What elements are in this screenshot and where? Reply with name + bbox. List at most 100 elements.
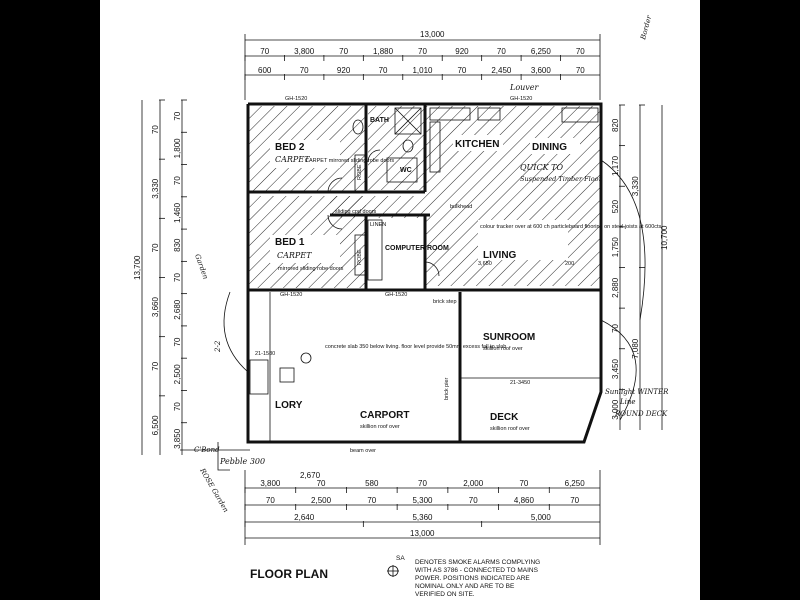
legend-line-1: DENOTES SMOKE ALARMS COMPLYING xyxy=(415,559,540,566)
right-total-dim: 10,700 xyxy=(660,225,669,250)
left-row1-label: 70 xyxy=(151,125,160,134)
right-row1-label: 7,080 xyxy=(631,338,640,359)
left-row2-label: 830 xyxy=(173,238,182,252)
bottom-row3-label: 5,360 xyxy=(412,513,433,522)
top-row2-label: 70 xyxy=(379,66,388,75)
left-row2-label: 70 xyxy=(173,402,182,411)
left-row1-label: 70 xyxy=(151,361,160,370)
living-height-dim: 200 xyxy=(565,261,574,267)
bottom-row2-label: 70 xyxy=(570,496,579,505)
legend-line-3: POWER. POSITIONS INDICATED ARE xyxy=(415,575,530,582)
top-row2-label: 70 xyxy=(457,66,466,75)
brick-step-note: brick step xyxy=(433,299,457,305)
divider-3: GH-1520 xyxy=(280,292,302,298)
left-row1-label: 70 xyxy=(151,243,160,252)
room-kitchen: KITCHEN xyxy=(455,139,499,150)
bottom-row1-label: 70 xyxy=(418,479,427,488)
bed2-robe-note: CARPET mirrored sliding robe doors xyxy=(305,158,394,164)
sunroom-span-dim: 21-3450 xyxy=(510,380,530,386)
room-labels: BED 2 CARPET CARPET mirrored sliding rob… xyxy=(255,96,662,454)
bulkhead-note: bulkhead xyxy=(450,204,472,210)
pebble-note: Pebble 300 xyxy=(219,457,265,466)
c-bond-note: C'Bond xyxy=(194,446,220,454)
brick-pier-note: brick pier xyxy=(444,378,450,400)
right-row2-label: 520 xyxy=(611,199,620,213)
carport-roof-note: skillion roof over xyxy=(360,424,400,430)
legend-line-4: NOMINAL ONLY AND ARE TO BE xyxy=(415,583,515,590)
bottom-row3-label: 2,640 xyxy=(294,513,315,522)
scale-note: 2-2 xyxy=(214,340,222,353)
top-row2-label: 3,600 xyxy=(531,66,552,75)
bed1-robe-note: mirrored sliding robe doors xyxy=(278,266,344,272)
room-dining: DINING xyxy=(532,142,567,153)
legend-line-2: WITH AS 3786 - CONNECTED TO MAINS xyxy=(415,567,539,574)
top-row1-label: 70 xyxy=(497,47,506,56)
top-row2-label: 920 xyxy=(337,66,351,75)
top-row2-label: 600 xyxy=(258,66,272,75)
winter-sun-note-2: Line xyxy=(619,398,636,406)
deck-roof-note: skillion roof over xyxy=(490,426,530,432)
room-lory: LORY xyxy=(275,400,303,411)
bottom-row2-label: 5,300 xyxy=(412,496,433,505)
bottom-row3-label: 5,000 xyxy=(531,513,552,522)
left-row2-label: 1,800 xyxy=(173,138,182,159)
bottom-row1-label: 6,250 xyxy=(565,479,586,488)
legend-line-5: VERIFIED ON SITE. xyxy=(415,591,475,598)
room-linen: LINEN xyxy=(370,222,386,228)
top-row1-label: 920 xyxy=(455,47,469,56)
top-row1-label: 70 xyxy=(260,47,269,56)
bottom-row1-label: 580 xyxy=(365,479,379,488)
linen-doors-note: sliding cpd doors xyxy=(335,209,377,215)
robe-label-2: ROBE xyxy=(357,249,363,265)
room-bed2: BED 2 xyxy=(275,142,305,153)
top-row1-label: 1,880 xyxy=(373,47,394,56)
room-carport: CARPORT xyxy=(360,410,409,421)
top-row2-label: 2,450 xyxy=(491,66,512,75)
bottom-total-dim: 13,000 xyxy=(410,529,435,538)
left-row1-label: 3,660 xyxy=(151,297,160,318)
drawing-title: FLOOR PLAN xyxy=(250,567,328,581)
left-total-dim: 13,700 xyxy=(133,255,142,280)
room-bath: BATH xyxy=(370,117,389,124)
rose-garden-note: ROSE Garden xyxy=(198,466,230,514)
carport-span-dim: 21-1580 xyxy=(255,351,275,357)
right-row2-label: 3,450 xyxy=(611,359,620,380)
room-sunroom: SUNROOM xyxy=(483,332,535,343)
louver-note: Louver xyxy=(509,83,540,92)
room-computer: COMPUTER ROOM xyxy=(385,245,449,252)
bottom-row2-label: 70 xyxy=(266,496,275,505)
right-row2-label: 820 xyxy=(611,118,620,132)
left-row2-label: 70 xyxy=(173,273,182,282)
left-row2-label: 70 xyxy=(173,176,182,185)
right-row2-label: 3,000 xyxy=(611,399,620,420)
carport-slab-note: concrete slab 350 below living. floor le… xyxy=(325,344,506,350)
bottom-row2-label: 70 xyxy=(469,496,478,505)
right-row2-label: 70 xyxy=(611,323,620,332)
left-row2-label: 1,460 xyxy=(173,202,182,223)
left-row2-label: 2,500 xyxy=(173,364,182,385)
top-row1-label: 70 xyxy=(418,47,427,56)
room-living: LIVING xyxy=(483,250,517,261)
right-row2-label: 1,170 xyxy=(611,155,620,176)
divider-2: GH-1520 xyxy=(510,96,532,102)
beam-over-note: beam over xyxy=(350,448,376,454)
smoke-alarm-legend: SA DENOTES SMOKE ALARMS COMPLYING WITH A… xyxy=(387,555,540,598)
left-row2-label: 3,850 xyxy=(173,428,182,449)
lory-width-dim: 2,670 xyxy=(300,471,321,480)
bottom-row2-label: 70 xyxy=(367,496,376,505)
top-row1-label: 70 xyxy=(576,47,585,56)
floor-note-2: Suspended Timber Floor xyxy=(520,175,603,183)
left-row1-label: 6,500 xyxy=(151,415,160,436)
top-row1-label: 70 xyxy=(339,47,348,56)
floor-note-1: QUICK TO xyxy=(520,163,563,172)
smoke-alarm-symbol: SA xyxy=(396,555,405,562)
room-bed1: BED 1 xyxy=(275,237,305,248)
bed1-carpet-note: CARPET xyxy=(277,251,312,260)
right-row2-label: 1,750 xyxy=(611,237,620,258)
